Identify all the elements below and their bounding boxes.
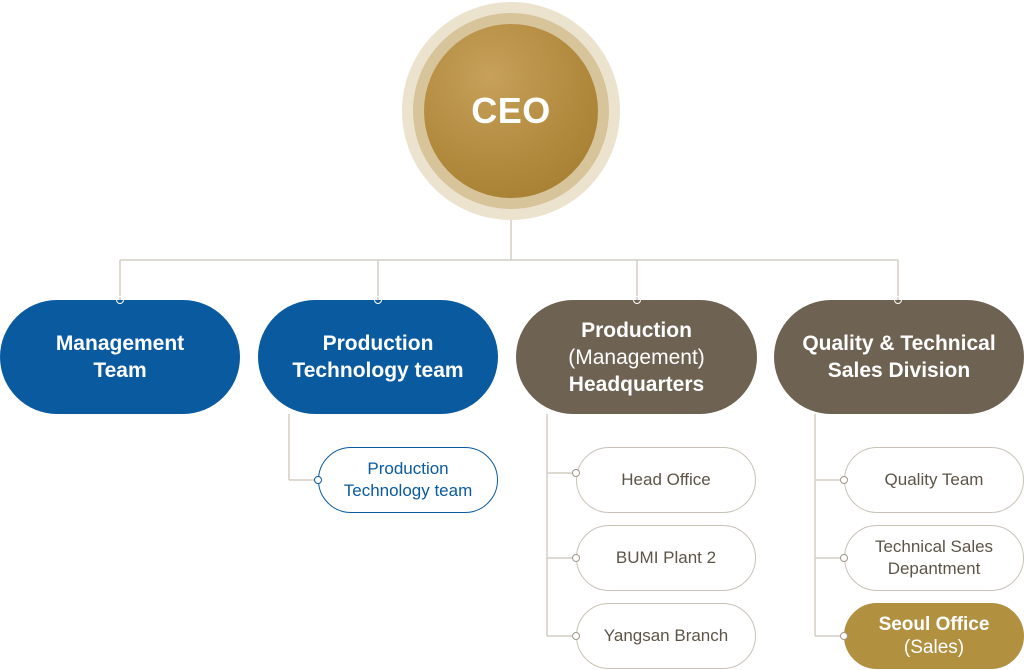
connector-dot: [116, 296, 124, 304]
connector-dot: [572, 469, 580, 477]
department-production-headquarters: Production (Management) Headquarters: [516, 300, 757, 414]
department-management-team: Management Team: [0, 300, 240, 414]
subunit-label-line: Head Office: [621, 470, 711, 489]
subunit-label-line: Production: [367, 459, 449, 478]
department-label-line: Quality & Technical: [802, 332, 996, 355]
subunit-quality-team: Quality Team: [844, 447, 1024, 513]
connector-dot: [894, 296, 902, 304]
department-label-line: Production: [322, 332, 434, 355]
department-label-line: Sales Division: [827, 359, 971, 382]
department-label-line: Management: [55, 332, 185, 355]
connector-dot: [840, 632, 848, 640]
subunit-label-line: BUMI Plant 2: [615, 548, 717, 567]
connector-dot: [572, 554, 580, 562]
subunit-label-line: Technical Sales: [874, 537, 994, 556]
connector-dot: [840, 554, 848, 562]
ceo-label: CEO: [471, 90, 551, 131]
connector-dot: [572, 632, 580, 640]
department-production-technology-team: Production Technology team: [258, 300, 498, 414]
subunit-head-office: Head Office: [576, 447, 756, 513]
connector-dot: [374, 296, 382, 304]
subunit-label-line: Technology team: [343, 481, 473, 500]
subunit-label-line: Depantment: [887, 559, 981, 578]
department-label-line: Headquarters: [568, 372, 705, 396]
subunit-label-line: Seoul Office: [878, 614, 990, 635]
subunit-yangsan-branch: Yangsan Branch: [576, 603, 756, 669]
subunit-label-line: Yangsan Branch: [603, 626, 729, 645]
subunit-label-line: (Sales): [903, 637, 965, 658]
subunit-production-technology-team: Production Technology team: [318, 447, 498, 513]
department-label-line: Production: [581, 318, 692, 342]
subunit-seoul-office-sales: Seoul Office (Sales): [844, 603, 1024, 669]
ceo-node: CEO: [424, 24, 598, 198]
subunit-bumi-plant-2: BUMI Plant 2: [576, 525, 756, 591]
subunit-technical-sales-department: Technical Sales Depantment: [844, 525, 1024, 591]
department-quality-technical-sales-division: Quality & Technical Sales Division: [774, 300, 1024, 414]
subunit-label-line: Quality Team: [884, 470, 984, 489]
connector-dot: [633, 296, 641, 304]
department-label-line: Team: [93, 359, 147, 382]
department-label-line: Technology team: [292, 359, 464, 382]
connector-dot: [314, 476, 322, 484]
connector-dot: [840, 476, 848, 484]
department-label-line: (Management): [568, 345, 705, 369]
